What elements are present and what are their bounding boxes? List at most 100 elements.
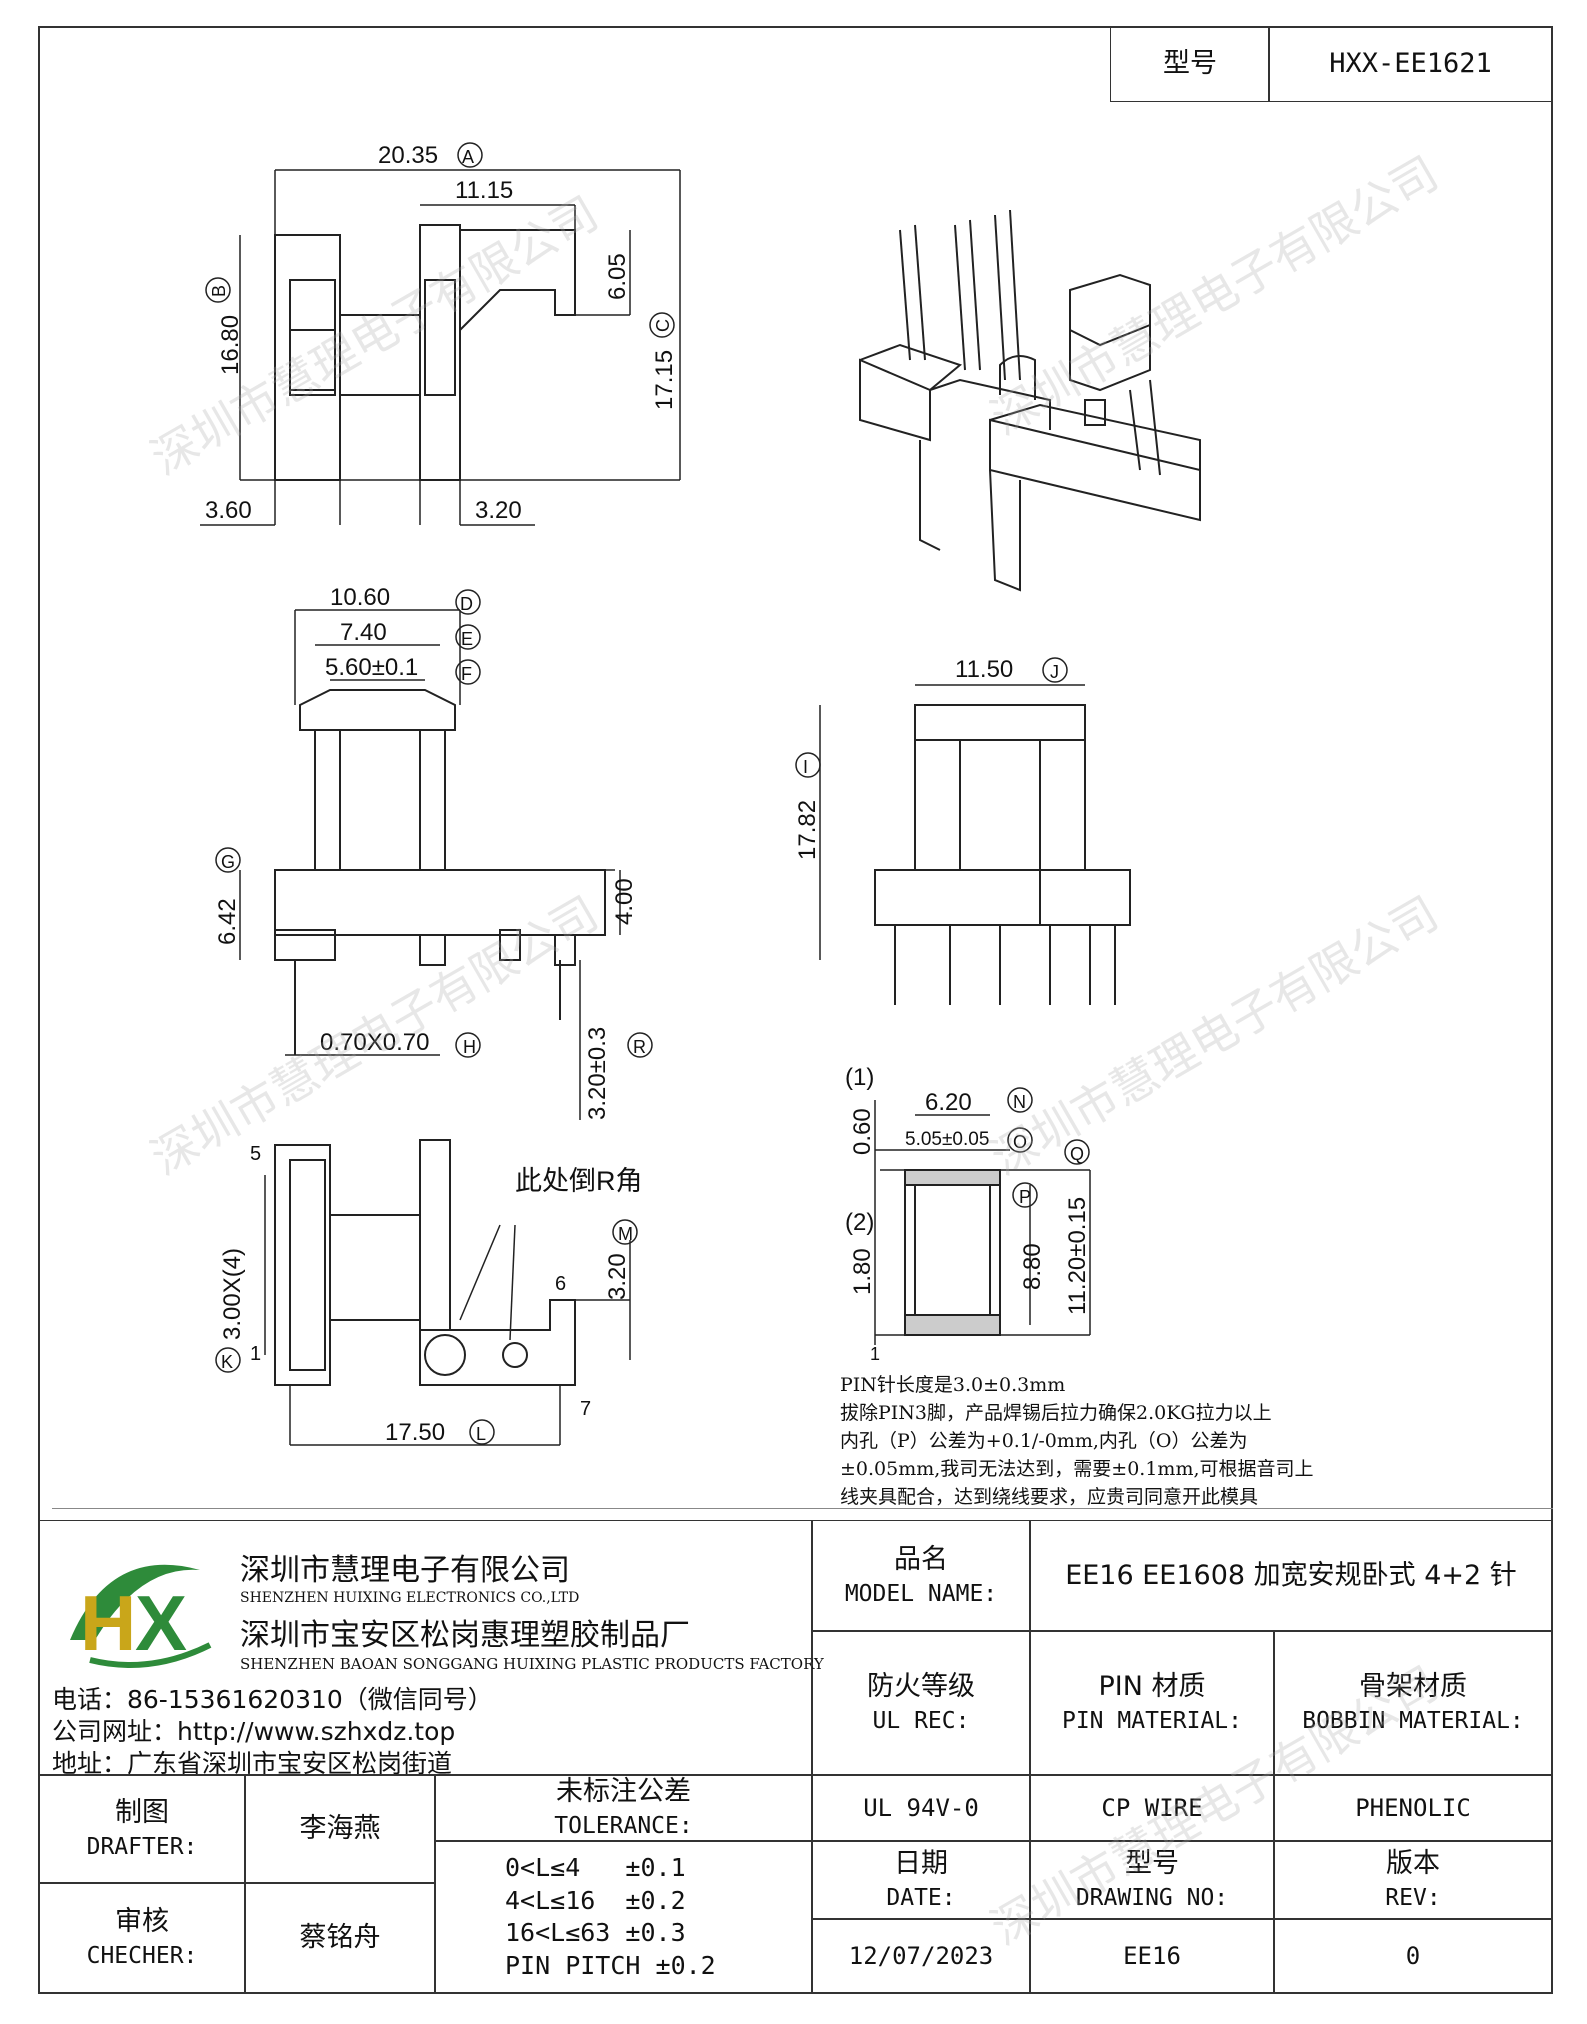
pin1-label: 1 — [250, 1343, 261, 1365]
drafter-value: 李海燕 — [244, 1774, 436, 1884]
dim-c-tag: C — [653, 319, 673, 332]
company-logo: H X — [70, 1564, 212, 1668]
view-bottom: 5 1 6 7 此处倒R角 3.00X(4) K 17.50 L 3.20 M — [215, 1139, 643, 1446]
bobbin-value: PHENOLIC — [1273, 1774, 1553, 1842]
note-5: 线夹具配合，达到绕线要求，应贵司同意开此模具 — [840, 1486, 1259, 1508]
dim-j: 11.50 — [955, 656, 1013, 683]
model-name-label-cn: 品名 — [894, 1544, 948, 1576]
ul-value: UL 94V-0 — [811, 1774, 1031, 1842]
checker-label-en: CHECHER: — [86, 1942, 198, 1969]
tolerance-label-cn: 未标注公差 — [556, 1776, 691, 1808]
rev-value-text: 0 — [1405, 1941, 1421, 1970]
dim-q-tag: Q — [1070, 1144, 1084, 1164]
company-name-cn: 深圳市慧理电子有限公司 — [240, 1553, 570, 1588]
dim-i-tag: I — [803, 757, 808, 777]
dim-h-tag: H — [463, 1037, 476, 1057]
rev-label: 版本 REV: — [1273, 1840, 1553, 1920]
bobbin-material-label-cn: 骨架材质 — [1359, 1671, 1467, 1703]
company-addr: 地址：广东省深圳市宝安区松岗街道 — [52, 1749, 453, 1778]
tolerance-line-1: 0<L≤4 ±0.1 — [505, 1853, 686, 1882]
dim-m: 3.20 — [604, 1253, 631, 1300]
dim-360: 3.60 — [205, 497, 252, 524]
dim-o: 5.05±0.05 — [905, 1129, 989, 1150]
dim-one: 1 — [870, 1344, 880, 1364]
dim-n-tag: N — [1013, 1092, 1026, 1112]
dim-j-tag: J — [1050, 662, 1059, 682]
dim-f: 5.60±0.1 — [325, 654, 418, 681]
view-front-top: 20.35 A 11.15 6.05 16.80 B 17.15 C 3.60 … — [200, 142, 681, 526]
pin6-label: 6 — [555, 1273, 566, 1295]
drawing-no-label-en: DRAWING NO: — [1075, 1884, 1229, 1911]
dim-q: 11.20±0.15 — [1064, 1197, 1091, 1315]
dim-n: 6.20 — [925, 1089, 972, 1116]
dim-b-tag: B — [209, 285, 229, 297]
drawing-no-value-text: EE16 — [1123, 1941, 1181, 1970]
dim-g-tag: G — [221, 852, 235, 872]
note-3: 内孔（P）公差为+0.1/-0mm,内孔（O）公差为 — [840, 1430, 1248, 1452]
drafter-label-en: DRAFTER: — [86, 1833, 198, 1860]
view-section: 6.20 N 5.05±0.05 O Q 11.20±0.15 P 8.80 (… — [845, 1064, 1091, 1364]
dim-h: 0.70X0.70 — [320, 1029, 429, 1056]
factory-name-en: SHENZHEN BAOAN SONGGANG HUIXING PLASTIC … — [240, 1655, 824, 1673]
table-separator — [52, 1508, 1553, 1509]
ul-rec-label: 防火等级 UL REC: — [811, 1630, 1031, 1776]
note-1: PIN针长度是3.0±0.3mm — [840, 1374, 1066, 1396]
technical-drawing: 20.35 A 11.15 6.05 16.80 B 17.15 C 3.60 … — [200, 142, 1201, 1446]
dim-i: 17.82 — [794, 800, 821, 860]
dim-g: 6.42 — [214, 898, 241, 945]
header-model-value: HXX-EE1621 — [1268, 26, 1553, 102]
dim-p: 8.80 — [1019, 1243, 1046, 1290]
rev-label-cn: 版本 — [1386, 1848, 1440, 1880]
header-model-value-text: HXX-EE1621 — [1329, 47, 1492, 79]
checker-label: 审核 CHECHER: — [38, 1882, 246, 1994]
note-2: 拔除PIN3脚，产品焊锡后拉力确保2.0KG拉力以上 — [840, 1402, 1272, 1424]
checker-value-text: 蔡铭舟 — [299, 1921, 381, 1953]
logo-h: H — [80, 1579, 136, 1667]
drafter-label-cn: 制图 — [115, 1797, 169, 1829]
dim-320: 3.20 — [475, 497, 522, 524]
dim-060: 0.60 — [849, 1108, 876, 1155]
view-front-right: 11.50 J 17.82 I — [794, 656, 1131, 1005]
dim-400: 4.00 — [611, 878, 638, 925]
company-phone: 电话：86-15361620310（微信同号） — [52, 1685, 493, 1714]
date-value: 12/07/2023 — [811, 1918, 1031, 1994]
ul-rec-label-en: UL REC: — [872, 1707, 970, 1734]
model-name-value: EE16 EE1608 加宽安规卧式 4+2 针 — [1029, 1520, 1553, 1632]
date-label-cn: 日期 — [894, 1848, 948, 1880]
chamfer-note: 此处倒R角 — [515, 1166, 643, 1196]
dim-k: 3.00X(4) — [219, 1248, 246, 1340]
dim-1115: 11.15 — [455, 177, 513, 204]
rev-value: 0 — [1273, 1918, 1553, 1994]
pin5-label: 5 — [250, 1143, 261, 1165]
checker-label-cn: 审核 — [115, 1906, 169, 1938]
tolerance-line-3: 16<L≤63 ±0.3 — [505, 1918, 686, 1947]
rev-label-en: REV: — [1385, 1884, 1441, 1911]
factory-name-cn: 深圳市宝安区松岗惠理塑胶制品厂 — [240, 1618, 690, 1653]
view-side: 10.60 D 7.40 E 5.60±0.1 F 6.42 G 4.00 0.… — [214, 584, 653, 1120]
ul-value-text: UL 94V-0 — [863, 1793, 979, 1822]
pin-value-text: CP WIRE — [1101, 1793, 1203, 1822]
pin-value: CP WIRE — [1029, 1774, 1275, 1842]
drafter-value-text: 李海燕 — [299, 1812, 381, 1844]
pin-material-label: PIN 材质 PIN MATERIAL: — [1029, 1630, 1275, 1776]
header-model-label: 型号 — [1110, 26, 1270, 102]
dim-180: 1.80 — [849, 1248, 876, 1295]
dim-p-tag: P — [1019, 1187, 1031, 1207]
model-name-value-text: EE16 EE1608 加宽安规卧式 4+2 针 — [1065, 1559, 1517, 1591]
dim-d: 10.60 — [330, 584, 390, 611]
tolerance-values: 0<L≤4 ±0.1 4<L≤16 ±0.2 16<L≤63 ±0.3 PIN … — [434, 1840, 813, 1994]
dim-a: 20.35 — [378, 142, 438, 169]
logo-x: X — [135, 1579, 187, 1667]
dim-c: 17.15 — [651, 350, 678, 410]
checker-value: 蔡铭舟 — [244, 1882, 436, 1994]
dim-f-tag: F — [461, 664, 472, 684]
tolerance-line-4: PIN PITCH ±0.2 — [505, 1950, 716, 1980]
section-2-label: (2) — [845, 1209, 874, 1236]
header-model-label-text: 型号 — [1163, 47, 1217, 79]
company-name-en: SHENZHEN HUIXING ELECTRONICS CO.,LTD — [240, 1590, 580, 1606]
view-isometric — [859, 209, 1201, 592]
bobbin-material-label-en: BOBBIN MATERIAL: — [1302, 1707, 1524, 1734]
date-value-text: 12/07/2023 — [848, 1941, 994, 1970]
bobbin-value-text: PHENOLIC — [1355, 1793, 1471, 1822]
dim-e-tag: E — [461, 629, 473, 649]
